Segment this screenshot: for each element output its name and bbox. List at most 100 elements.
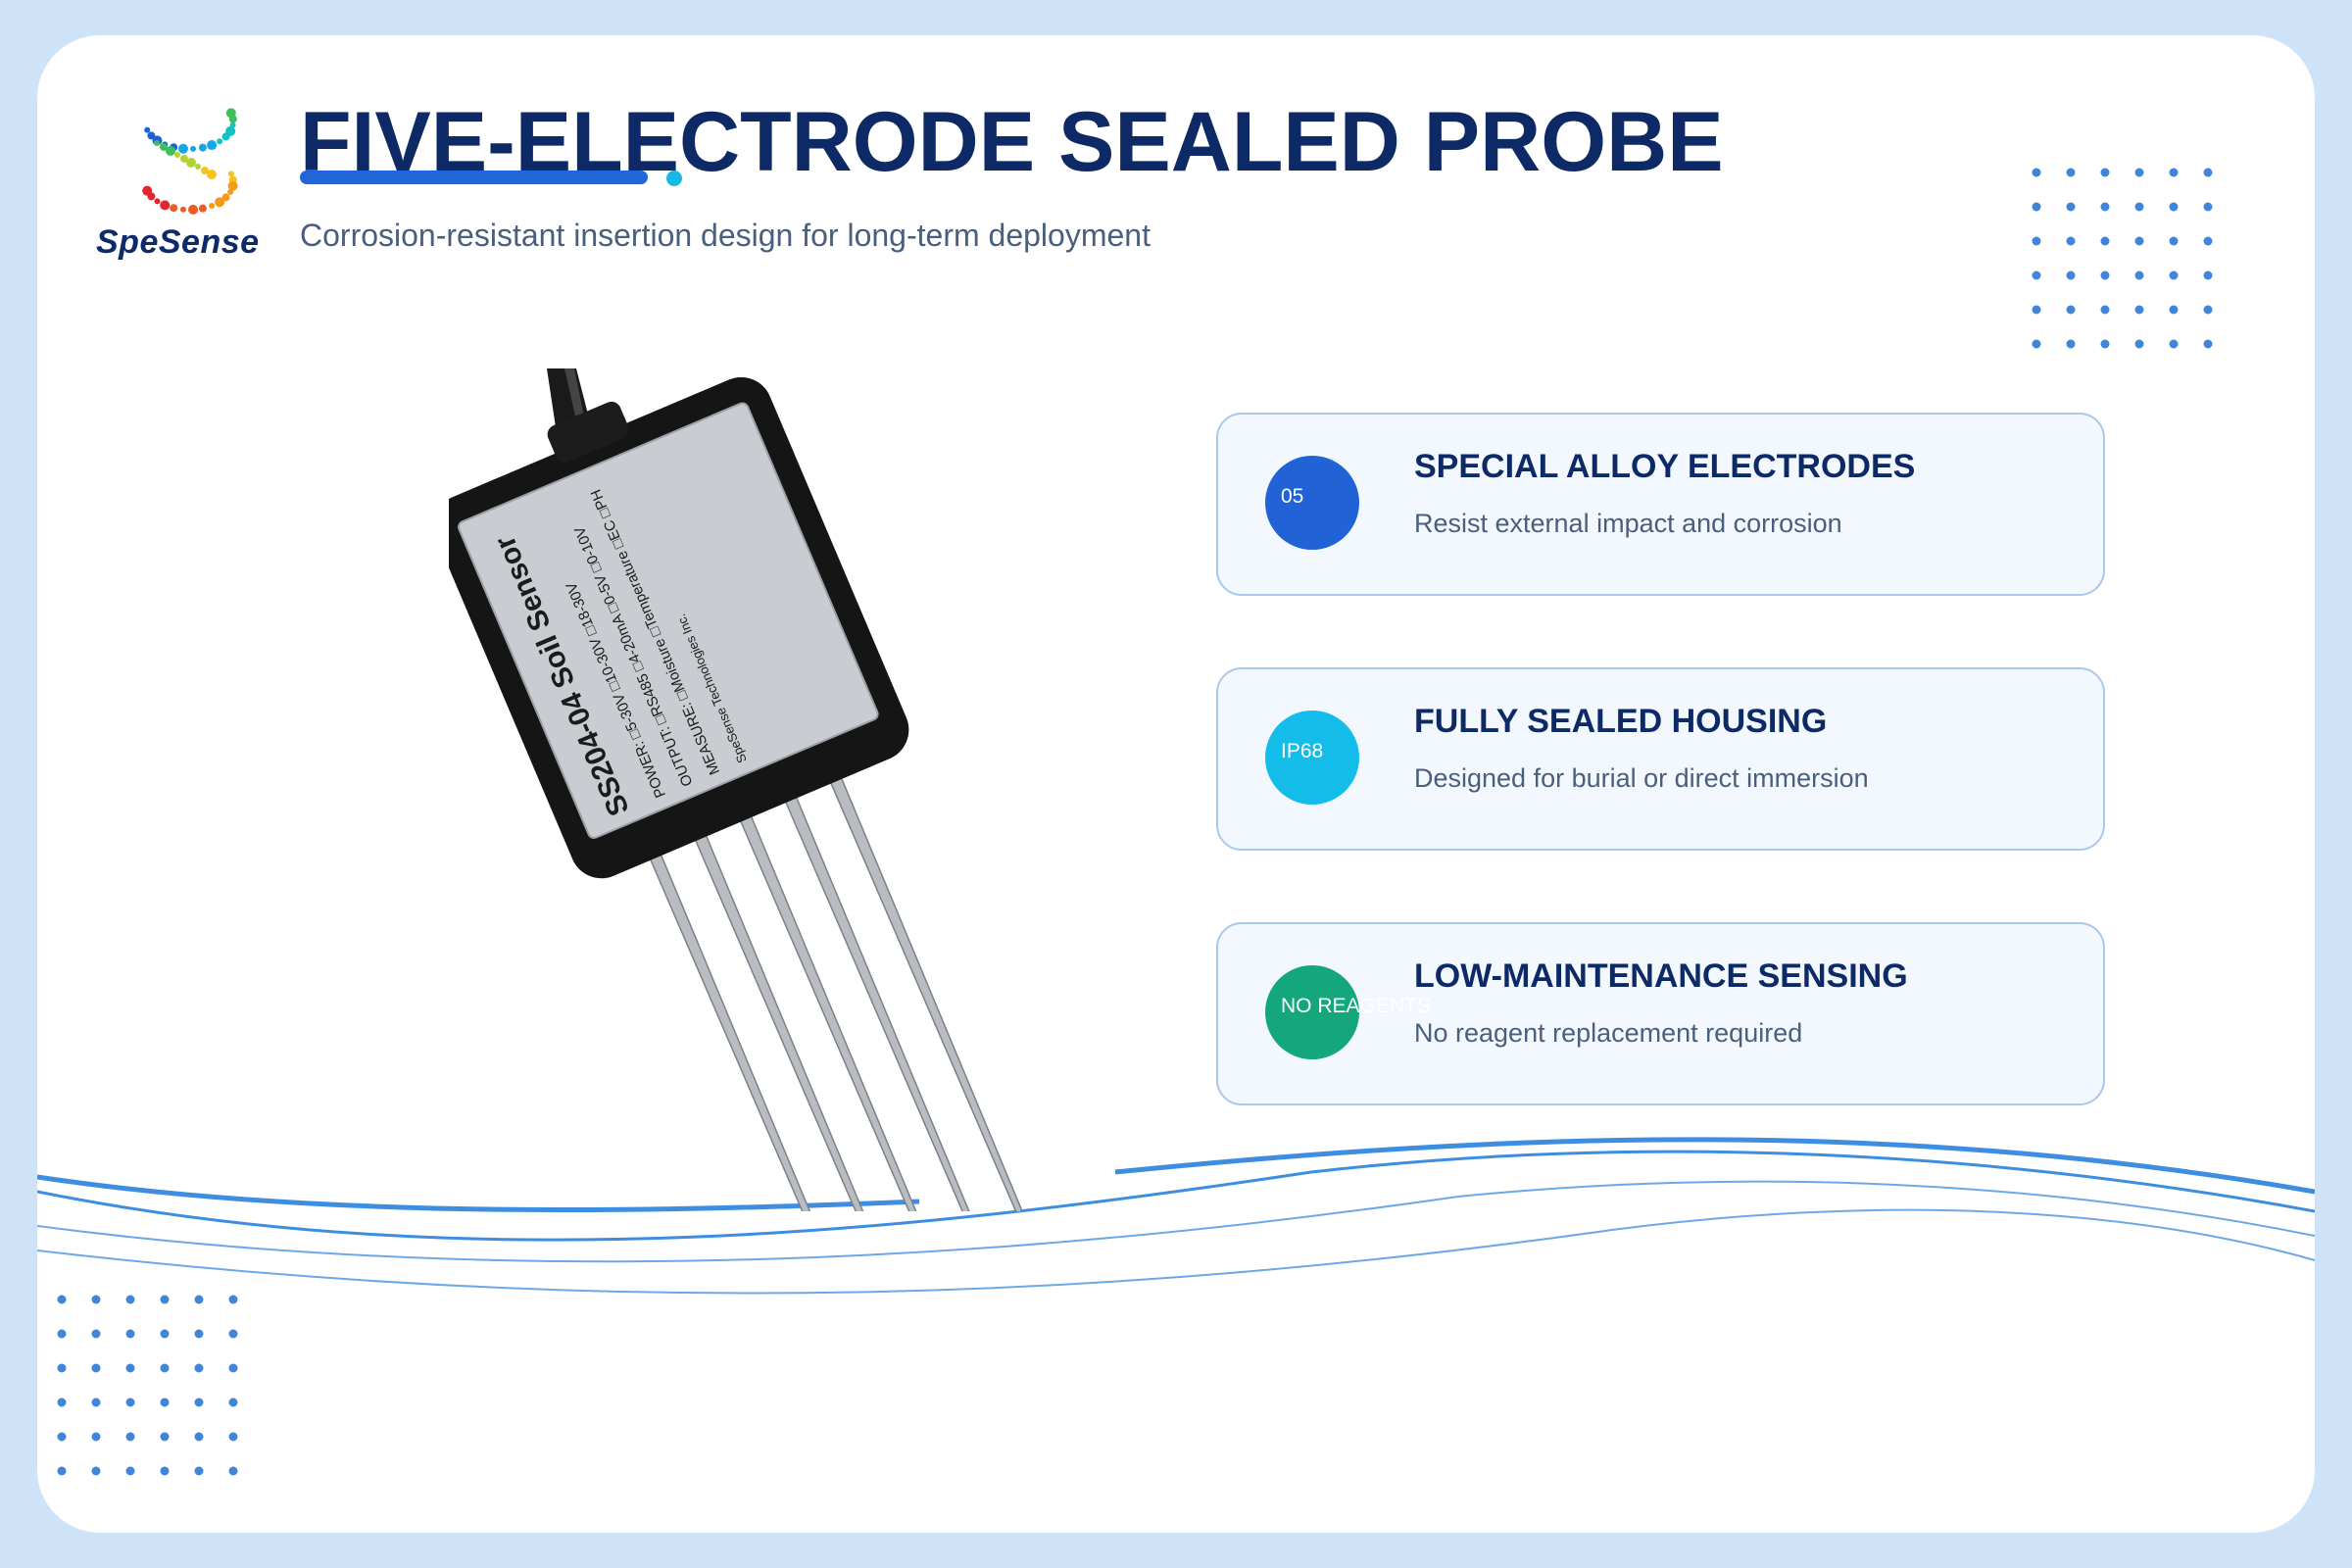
decorative-dot (2134, 168, 2144, 177)
decorative-dot (2169, 202, 2179, 212)
decorative-dot (2100, 339, 2110, 349)
decorative-dot (57, 1397, 67, 1407)
feature-description: No reagent replacement required (1414, 1018, 1803, 1048)
logo-dot (227, 188, 234, 195)
decorative-dot (2203, 270, 2213, 280)
decorative-dot (2134, 305, 2144, 315)
decorative-dot (2169, 168, 2179, 177)
logo-dot (147, 131, 156, 140)
decorative-dot (2169, 339, 2179, 349)
logo-dot (227, 171, 234, 177)
logo-dot (186, 158, 196, 168)
dot-grid-top-right (2032, 168, 2213, 349)
logo-dot (144, 126, 151, 133)
logo-dot (160, 200, 171, 211)
decorative-dot (2134, 236, 2144, 246)
decorative-dot (2169, 236, 2179, 246)
decorative-dot (125, 1397, 135, 1407)
decorative-dot (2203, 168, 2213, 177)
slide-card: SpeSense FIVE-ELECTRODE SEALED PROBE Cor… (37, 35, 2315, 1533)
decorative-dot (91, 1397, 101, 1407)
decorative-dot (2100, 270, 2110, 280)
decorative-dot (160, 1466, 170, 1476)
logo-dot (215, 197, 225, 208)
decorative-dot (2100, 236, 2110, 246)
feature-description: Resist external impact and corrosion (1414, 509, 1842, 538)
logo-dot (160, 143, 168, 151)
decorative-dot (2169, 270, 2179, 280)
logo-dot (170, 204, 178, 213)
feature-title: FULLY SEALED HOUSING (1414, 703, 1828, 740)
decorative-dot (2169, 305, 2179, 315)
feature-card-sealed-housing: IP68 FULLY SEALED HOUSING Designed for b… (1216, 667, 2105, 851)
decorative-dot (194, 1432, 204, 1442)
brand-name: SpeSense (96, 223, 260, 261)
decorative-dot (228, 1432, 238, 1442)
decorative-dot (57, 1363, 67, 1373)
decorative-dot (228, 1295, 238, 1304)
decorative-dot (2203, 236, 2213, 246)
decorative-dot (160, 1432, 170, 1442)
decorative-dot (125, 1466, 135, 1476)
logo-dot (154, 140, 160, 146)
decorative-dot (125, 1329, 135, 1339)
decorative-dot (194, 1363, 204, 1373)
logo-dot (225, 125, 236, 136)
decorative-dot (91, 1432, 101, 1442)
decorative-dot (2100, 168, 2110, 177)
decorative-dot (194, 1466, 204, 1476)
logo-dot (190, 145, 197, 152)
logo-dot (174, 152, 180, 158)
decorative-dot (2100, 202, 2110, 212)
feature-card-alloy-electrodes: 05 SPECIAL ALLOY ELECTRODES Resist exter… (1216, 413, 2105, 596)
decorative-dot (160, 1295, 170, 1304)
wave-line (1114, 1137, 2315, 1195)
decorative-dot (2066, 339, 2076, 349)
logo-dot (209, 203, 216, 210)
logo-dot (207, 170, 217, 179)
decorative-dot (194, 1397, 204, 1407)
decorative-dot (57, 1432, 67, 1442)
feature-badge: NO REAGENTS (1265, 965, 1431, 1059)
decorative-dot (2066, 168, 2076, 177)
decorative-dot (2134, 339, 2144, 349)
decorative-dot (194, 1329, 204, 1339)
decorative-dot (160, 1363, 170, 1373)
decorative-dot (57, 1466, 67, 1476)
decorative-dot (2032, 305, 2041, 315)
decorative-dot (160, 1397, 170, 1407)
decorative-dot (160, 1329, 170, 1339)
decorative-dot (125, 1363, 135, 1373)
wave-line (37, 1150, 2315, 1242)
logo-dot (180, 155, 188, 163)
decorative-waves (37, 1137, 2315, 1295)
decorative-dot (57, 1295, 67, 1304)
wave-line (37, 1208, 2315, 1295)
decorative-dot (125, 1432, 135, 1442)
decorative-dot (91, 1466, 101, 1476)
page-subtitle: Corrosion-resistant insertion design for… (300, 218, 1151, 253)
decorative-dot (91, 1363, 101, 1373)
logo-dot (188, 204, 199, 215)
feature-title: LOW-MAINTENANCE SENSING (1414, 957, 1908, 995)
title-accent-bar (300, 171, 648, 184)
decorative-dot (2134, 270, 2144, 280)
decorative-dot (2032, 339, 2041, 349)
logo-dot (154, 198, 161, 205)
decorative-dot (2134, 202, 2144, 212)
decorative-dot (228, 1329, 238, 1339)
decorative-dot (194, 1295, 204, 1304)
logo-s-mark-icon (142, 108, 238, 215)
logo-dot (207, 140, 218, 151)
feature-title: SPECIAL ALLOY ELECTRODES (1414, 448, 1916, 485)
decorative-dot (228, 1397, 238, 1407)
logo-dot (179, 206, 186, 213)
spesense-logo: SpeSense (96, 84, 292, 280)
decorative-dot (2032, 236, 2041, 246)
logo-dot (227, 180, 238, 191)
logo-dot (195, 164, 201, 170)
logo-dot (142, 185, 153, 196)
decorative-dot (2066, 236, 2076, 246)
feature-badge: 05 (1265, 456, 1359, 550)
decorative-dot (2100, 305, 2110, 315)
